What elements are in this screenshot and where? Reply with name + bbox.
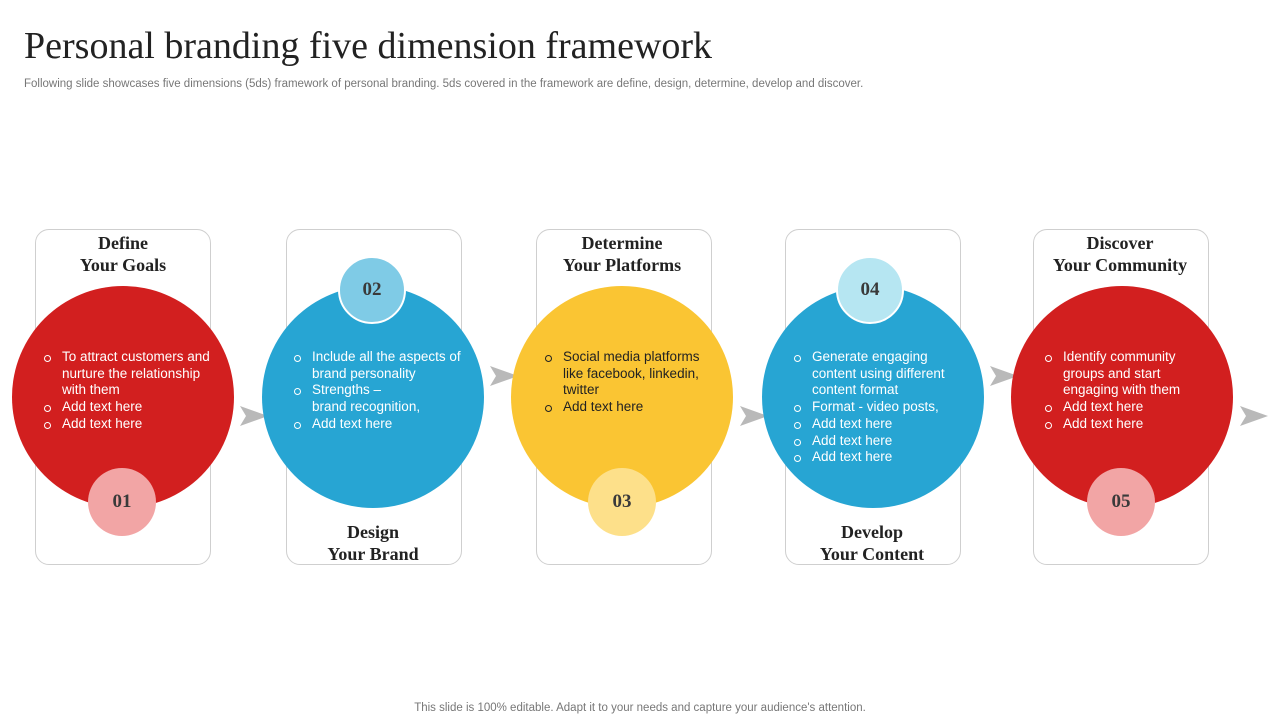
arrow-3-icon (740, 406, 768, 426)
stage-1-bullets: To attract customers and nurture the rel… (44, 349, 212, 433)
bullet-item: Identify community groups and start enga… (1045, 349, 1213, 399)
bullet-item: Include all the aspects of brand persona… (294, 349, 462, 382)
bullet-item: brand recognition, (312, 399, 421, 415)
arrow-2-icon (490, 366, 518, 386)
arrow-5-icon (1240, 406, 1268, 426)
bullet-item: To attract customers and nurture the rel… (44, 349, 212, 399)
bullet-item: Social media platforms like facebook, li… (545, 349, 713, 399)
arrow-4-icon (990, 366, 1018, 386)
bullet-item: Add text here (1045, 416, 1213, 433)
bullet-item: Add text here (794, 416, 962, 433)
arrow-1-icon (240, 406, 268, 426)
bullet-item: Add text here (44, 416, 212, 433)
bullet-item: Format - video posts, (794, 399, 962, 416)
stage-3-number-badge: 03 (588, 468, 656, 536)
bullet-item: Add text here (44, 399, 212, 416)
stage-4-bullets: Generate engaging content using differen… (794, 349, 962, 466)
stage-2-number-badge: 02 (338, 256, 406, 324)
stage-2-bullets: Include all the aspects of brand persona… (294, 349, 462, 433)
page-title: Personal branding five dimension framewo… (24, 25, 713, 67)
bullet-item: Add text here (1045, 399, 1213, 416)
bullet-item: Add text here (545, 399, 713, 416)
bullet-item: Generate engaging content using differen… (794, 349, 962, 399)
stage-3-bullets: Social media platforms like facebook, li… (545, 349, 713, 416)
bullet-item: Strengths – (294, 382, 462, 399)
stage-4-number-badge: 04 (836, 256, 904, 324)
stage-5-number-badge: 05 (1087, 468, 1155, 536)
bullet-item: Add text here (794, 449, 962, 466)
bullet-item: Add text here (294, 416, 462, 433)
stage-1-number-badge: 01 (88, 468, 156, 536)
stage-5-bullets: Identify community groups and start enga… (1045, 349, 1213, 433)
page-subtitle: Following slide showcases five dimension… (24, 78, 864, 90)
bullet-item: Add text here (794, 433, 962, 450)
footer-note: This slide is 100% editable. Adapt it to… (414, 702, 866, 714)
